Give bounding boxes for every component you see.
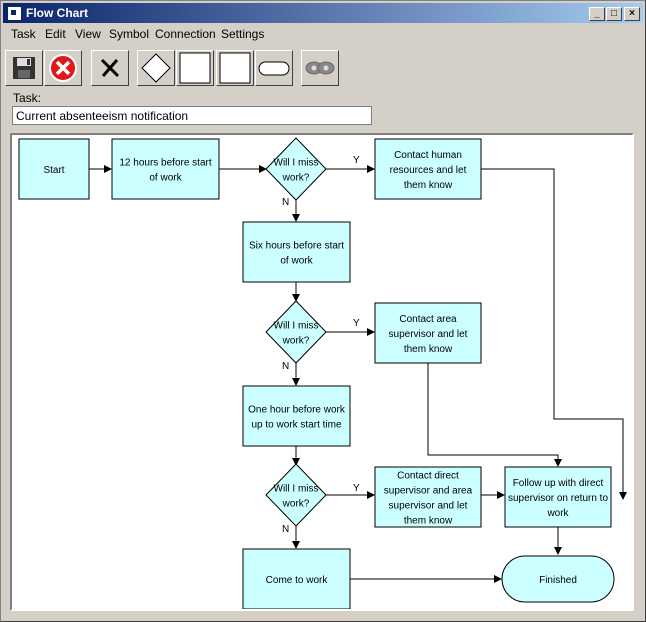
node-come[interactable]: Come to work (242, 548, 351, 609)
node-start[interactable]: Start (18, 138, 90, 200)
rounded-rect-icon (258, 61, 290, 76)
minimize-button[interactable]: _ (589, 7, 605, 21)
node-hr[interactable]: Contact human resources and let them know (374, 138, 482, 200)
no-label-3: N (282, 524, 289, 535)
process-shape (374, 302, 482, 364)
menu-bar: Task Edit View Symbol Connection Setting… (3, 24, 643, 43)
node-area[interactable]: Contact area supervisor and let them know (374, 302, 482, 364)
node-label: Start (43, 165, 64, 176)
menu-symbol[interactable]: Symbol (109, 27, 150, 41)
node-label: Come to work (266, 575, 329, 586)
node-label: Contact human (394, 150, 462, 161)
process-symbol-button-2[interactable] (216, 50, 254, 86)
node-label: up to work start time (251, 420, 341, 431)
node-label: of work (149, 173, 182, 184)
red-x-circle-icon (49, 54, 77, 82)
process-shape (242, 221, 351, 283)
yes-label-3: Y (353, 483, 360, 494)
node-label: Contact area (399, 314, 457, 325)
arrow-hr-to-followup (481, 168, 627, 500)
node-d2[interactable]: Will I miss work? (265, 300, 327, 364)
menu-view[interactable]: View (75, 27, 101, 41)
node-direct[interactable]: Contact direct supervisor and area supervi… (374, 466, 482, 528)
node-label: Will I miss (274, 158, 319, 169)
terminal-shape (501, 555, 615, 603)
process-shape (504, 466, 612, 528)
app-icon (7, 6, 22, 21)
node-label: them know (404, 180, 453, 191)
save-button[interactable] (5, 50, 43, 86)
menu-task[interactable]: Task (11, 27, 36, 41)
no-label-2: N (282, 361, 289, 372)
square-icon (219, 52, 251, 84)
node-h6[interactable]: Six hours before start of work (242, 221, 351, 283)
floppy-disk-icon (13, 57, 35, 79)
process-shape (242, 548, 351, 609)
flowchart-svg: Y N Y N Y N Start 12 hours before start of… (18, 137, 627, 609)
node-label: Contact direct (397, 471, 459, 482)
link-icon (305, 61, 335, 75)
black-x-icon (100, 58, 120, 78)
node-label: 12 hours before start (119, 158, 211, 169)
node-label: Will I miss (274, 484, 319, 495)
process-shape (374, 138, 482, 200)
node-label: resources and let (390, 165, 467, 176)
node-label: Six hours before start (249, 241, 344, 252)
task-label: Task: (13, 91, 42, 105)
node-label: work? (282, 336, 310, 347)
node-label: work (546, 508, 569, 519)
decision-shape (265, 137, 327, 201)
yes-label-2: Y (353, 318, 360, 329)
close-button[interactable]: × (624, 7, 640, 21)
menu-edit[interactable]: Edit (45, 27, 66, 41)
canvas-frame (10, 133, 634, 611)
title-bar[interactable]: Flow Chart _ □ × (3, 3, 643, 23)
process-shape (111, 138, 220, 200)
node-label: of work (280, 256, 313, 267)
node-label: work? (282, 173, 310, 184)
node-d3[interactable]: Will I miss work? (265, 463, 327, 527)
node-label: Will I miss (274, 321, 319, 332)
flowchart-canvas[interactable]: Y N Y N Y N Start 12 hours before start of… (12, 135, 632, 609)
decision-shape (265, 300, 327, 364)
yes-label-1: Y (353, 155, 360, 166)
task-name-input[interactable]: Current absenteeism notification (12, 106, 372, 125)
node-label: supervisor and let (389, 501, 468, 512)
window-title: Flow Chart (26, 6, 88, 20)
cut-connection-button[interactable] (91, 50, 129, 86)
node-label: Follow up with direct (513, 478, 604, 489)
process-shape (242, 385, 351, 447)
node-follow[interactable]: Follow up with direct supervisor on retur… (504, 466, 612, 528)
arrow-area-to-followup (427, 363, 562, 467)
connection-button[interactable] (301, 50, 339, 86)
maximize-button[interactable]: □ (606, 7, 622, 21)
terminal-symbol-button[interactable] (255, 50, 293, 86)
square-icon (179, 52, 211, 84)
toolbar (3, 45, 643, 91)
process-shape (18, 138, 90, 200)
diamond-icon (141, 53, 171, 83)
process-shape (374, 466, 482, 528)
node-finished[interactable]: Finished (501, 555, 615, 603)
no-label-1: N (282, 197, 289, 208)
node-label: supervisor on return to (508, 493, 608, 504)
delete-button[interactable] (44, 50, 82, 86)
connectors (89, 165, 627, 583)
node-label: work? (282, 499, 310, 510)
menu-settings[interactable]: Settings (221, 27, 265, 41)
process-symbol-button[interactable] (176, 50, 214, 86)
node-label: them know (404, 516, 453, 527)
node-label: them know (404, 344, 453, 355)
node-label: supervisor and area (384, 486, 473, 497)
node-h12[interactable]: 12 hours before start of work (111, 138, 220, 200)
decision-symbol-button[interactable] (137, 50, 175, 86)
node-label: supervisor and let (389, 329, 468, 340)
node-label: One hour before work (248, 405, 346, 416)
node-label: Finished (539, 575, 577, 586)
node-d1[interactable]: Will I miss work? (265, 137, 327, 201)
node-h1[interactable]: One hour before work up to work start tim… (242, 385, 351, 447)
menu-connection[interactable]: Connection (155, 27, 216, 41)
decision-shape (265, 463, 327, 527)
